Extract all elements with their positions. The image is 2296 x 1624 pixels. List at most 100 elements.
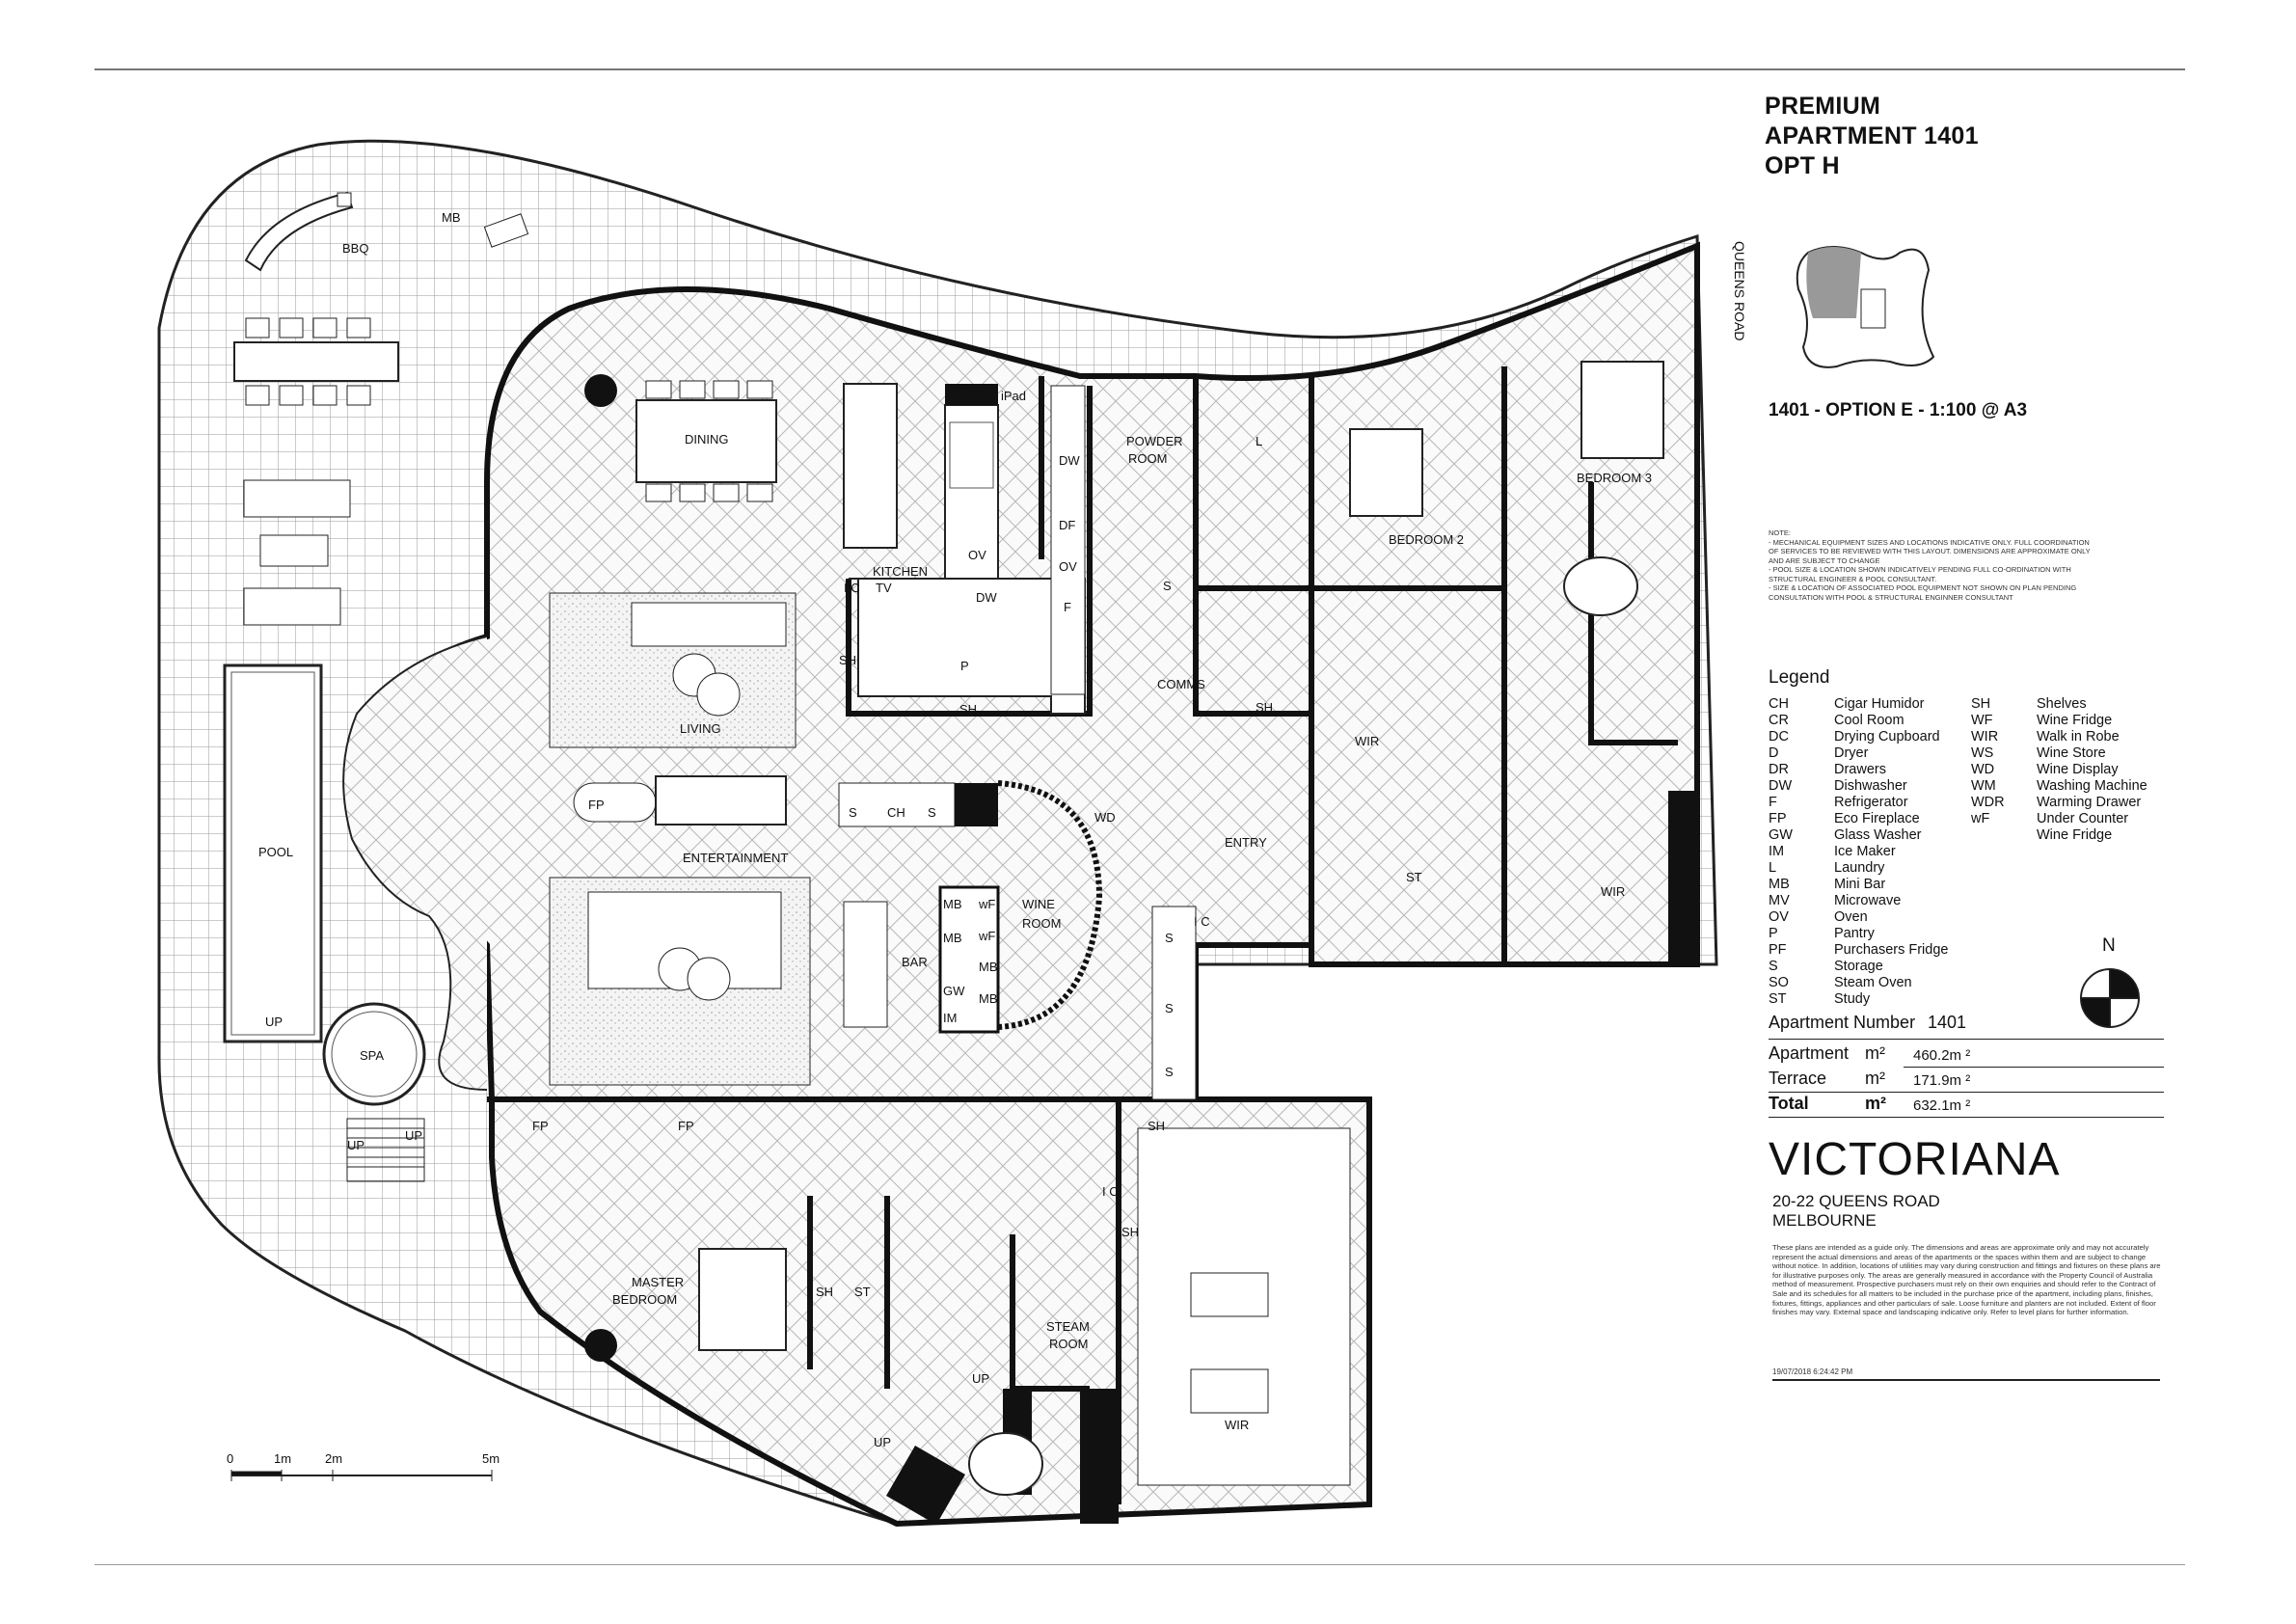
legend-row: Wine Fridge bbox=[1971, 827, 2147, 844]
legend-desc: Warming Drawer bbox=[2037, 795, 2142, 810]
legend-desc: Eco Fireplace bbox=[1834, 811, 1920, 826]
legend-desc: Laundry bbox=[1834, 860, 1885, 876]
apt-number: 1401 bbox=[1928, 1013, 1967, 1032]
disclaimer-rule bbox=[1772, 1379, 2160, 1381]
area-value-total: 632.1m ² bbox=[1913, 1097, 1971, 1114]
legend-code: WM bbox=[1971, 778, 1996, 794]
legend-desc: Drying Cupboard bbox=[1834, 729, 1940, 744]
room-label-f: F bbox=[1064, 600, 1071, 614]
room-label-sh-b2: SH bbox=[1256, 700, 1274, 715]
north-arrow bbox=[2080, 968, 2140, 1028]
legend-code: IM bbox=[1769, 844, 1785, 859]
room-label-entertainment: ENTERTAINMENT bbox=[683, 851, 789, 865]
room-label-ch: CH bbox=[887, 805, 905, 820]
room-label-wd: WD bbox=[1094, 810, 1116, 825]
legend-code: CR bbox=[1769, 713, 1789, 728]
minibar bbox=[483, 213, 529, 248]
room-label-mb2: MB bbox=[943, 931, 962, 945]
legend-desc: Storage bbox=[1834, 959, 1883, 974]
legend-code: SH bbox=[1971, 696, 1991, 712]
legend-code: GW bbox=[1769, 827, 1793, 843]
room-label-ov2: OV bbox=[968, 548, 986, 562]
room-label-s2: S bbox=[1165, 1001, 1174, 1015]
area-unit-apartment: m² bbox=[1865, 1043, 1885, 1063]
terrace-stair bbox=[346, 1118, 425, 1182]
legend-code: SO bbox=[1769, 975, 1789, 990]
room-label-gw: GW bbox=[943, 984, 965, 998]
room-label-bbq: BBQ bbox=[342, 241, 369, 256]
room-label-sh-steam: SH bbox=[1121, 1225, 1140, 1239]
legend-row: F Refrigerator bbox=[1769, 795, 1948, 811]
room-label-st-b2: ST bbox=[1406, 870, 1422, 884]
apt-number-label: Apartment Number bbox=[1769, 1013, 1916, 1032]
legend-desc: Ice Maker bbox=[1834, 844, 1896, 859]
title-line-1: PREMIUM bbox=[1765, 93, 1881, 120]
room-label-bedroom2: BEDROOM 2 bbox=[1389, 532, 1465, 547]
room-label-wir-b2: WIR bbox=[1355, 734, 1380, 748]
title-line-3: OPT H bbox=[1765, 152, 1840, 179]
room-label-ic-master: I C bbox=[1102, 1184, 1119, 1199]
legend-desc: Glass Washer bbox=[1834, 827, 1922, 843]
note-3: - SIZE & LOCATION OF ASSOCIATED POOL EQU… bbox=[1769, 583, 2077, 602]
north-label: N bbox=[2102, 935, 2116, 956]
legend-code: D bbox=[1769, 745, 1779, 761]
legend-code: DW bbox=[1769, 778, 1793, 794]
kitchen-island bbox=[843, 383, 898, 549]
disclaimer: These plans are intended as a guide only… bbox=[1772, 1243, 2161, 1317]
legend-row: WS Wine Store bbox=[1971, 745, 2147, 762]
key-plan bbox=[1796, 246, 1935, 368]
walls bbox=[487, 366, 1678, 1504]
scale-label-2m: 2m bbox=[325, 1451, 343, 1466]
address-line-2: MELBOURNE bbox=[1772, 1211, 1877, 1230]
room-label-dining: DINING bbox=[685, 432, 729, 447]
scale-label-5m: 5m bbox=[482, 1451, 500, 1466]
room-label-steam: STEAM bbox=[1046, 1319, 1090, 1334]
scale-bar bbox=[230, 1470, 493, 1481]
legend-desc: Drawers bbox=[1834, 762, 1886, 777]
legend-desc: Under Counter bbox=[2037, 811, 2129, 826]
legend-code: WS bbox=[1971, 745, 1994, 761]
legend-code: F bbox=[1769, 795, 1777, 810]
structural-wall-east bbox=[1668, 791, 1697, 964]
room-label-up-spa: UP bbox=[405, 1128, 423, 1143]
room-label-kitchen: KITCHEN bbox=[873, 564, 929, 579]
legend-desc: Dishwasher bbox=[1834, 778, 1907, 794]
room-label-s5: S bbox=[928, 805, 936, 820]
title-line-2: APARTMENT 1401 bbox=[1765, 122, 1979, 149]
bed-master bbox=[698, 1248, 787, 1351]
area-label-apartment: Apartment bbox=[1769, 1043, 1850, 1063]
legend-code: L bbox=[1769, 860, 1777, 876]
legend-code: DR bbox=[1769, 762, 1789, 777]
legend-desc: Wine Store bbox=[2037, 745, 2106, 761]
room-label-p: P bbox=[960, 659, 969, 673]
room-label-st-master: ST bbox=[854, 1285, 871, 1299]
legend-code: MB bbox=[1769, 877, 1790, 892]
column bbox=[584, 1329, 617, 1362]
room-label-steam2: ROOM bbox=[1049, 1337, 1089, 1351]
address-line-1: 20-22 QUEENS ROAD bbox=[1772, 1192, 1940, 1210]
area-label-total: Total bbox=[1769, 1094, 1809, 1113]
legend-code: FP bbox=[1769, 811, 1787, 826]
room-label-master: MASTER bbox=[632, 1275, 685, 1289]
brand-name: VICTORIANA bbox=[1769, 1134, 2061, 1185]
legend-desc: Microwave bbox=[1834, 893, 1902, 908]
room-label-wine2: ROOM bbox=[1022, 916, 1062, 931]
note-2: - POOL SIZE & LOCATION SHOWN INDICATIVEL… bbox=[1769, 565, 2071, 583]
room-label-wir-b3: WIR bbox=[1601, 884, 1626, 899]
room-label-pool: POOL bbox=[258, 845, 294, 859]
legend-desc: Refrigerator bbox=[1834, 795, 1908, 810]
column bbox=[584, 374, 617, 407]
room-label-spa: SPA bbox=[360, 1048, 385, 1063]
kitchen-bench bbox=[849, 578, 1086, 715]
legend-desc: Wine Fridge bbox=[2037, 713, 2113, 728]
room-label-wir-master: WIR bbox=[1225, 1418, 1250, 1432]
wine-room bbox=[997, 780, 1103, 1030]
room-label-up-master2: UP bbox=[874, 1435, 892, 1449]
